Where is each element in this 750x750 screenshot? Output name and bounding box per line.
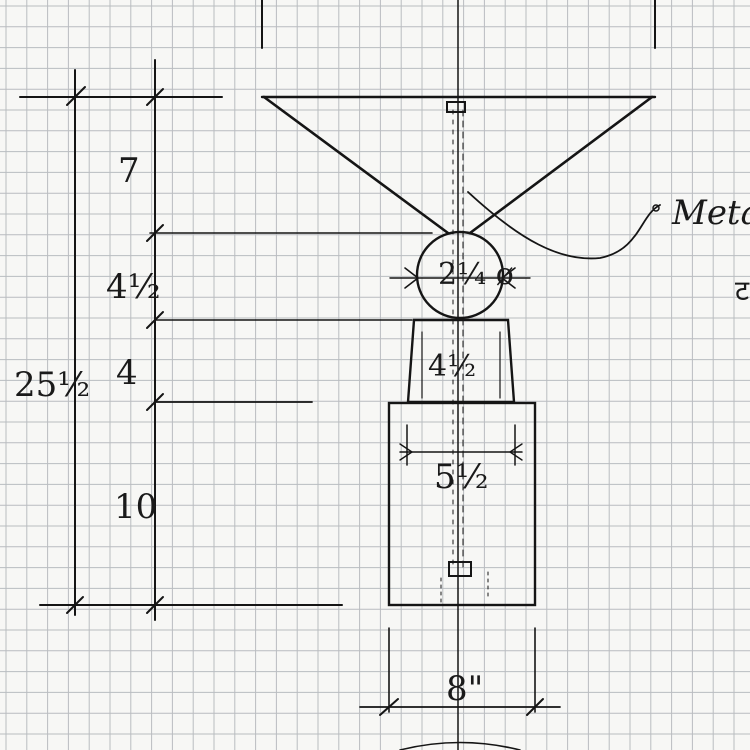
funnel-top: [260, 95, 657, 235]
body-width-label: 5½: [434, 457, 489, 497]
edge-mark: ट: [735, 274, 750, 307]
segment-label-10: 10: [114, 487, 157, 527]
sphere-diameter-label: 2¼ ø: [438, 257, 514, 292]
base-width-label: 8": [446, 669, 483, 709]
center-line: [452, 0, 464, 750]
base-width-dimension: [359, 627, 561, 716]
callout-label: Meta: [671, 193, 750, 233]
segment-label-4-half: 4½: [106, 267, 161, 307]
top-edge-lines: [261, 0, 656, 49]
neck-width-label: 4½: [428, 349, 476, 384]
body-section: [387, 401, 537, 607]
top-fixing-bracket: [446, 101, 466, 113]
bottom-fixing-bracket: [448, 561, 472, 577]
bottom-arc: [399, 741, 521, 750]
vertical-dimension-lines: [19, 59, 433, 621]
callout-leader: [467, 191, 661, 260]
segment-label-4: 4: [116, 353, 138, 393]
segment-label-7: 7: [118, 151, 140, 191]
sphere: [389, 230, 531, 320]
total-height-label: 25½: [14, 365, 90, 405]
